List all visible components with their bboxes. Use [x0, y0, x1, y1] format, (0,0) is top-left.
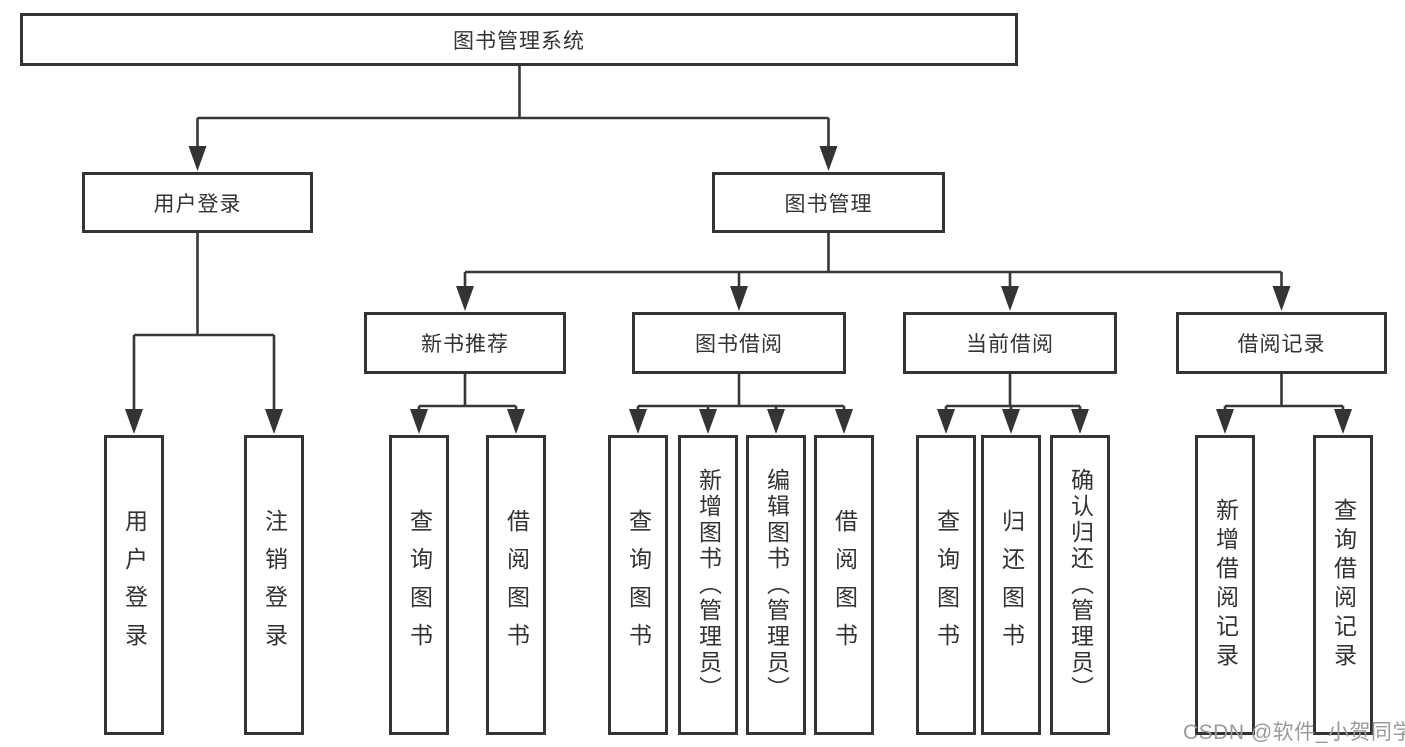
node-book-borrow: 图书借阅	[632, 312, 846, 374]
node-label: 用户登录	[153, 192, 242, 216]
leaf-label: 查询图书	[406, 509, 433, 661]
leaf-user-login: 用户登录	[104, 435, 164, 735]
leaf-return-books: 归还图书	[981, 435, 1041, 735]
leaf-label: 借阅图书	[831, 509, 858, 661]
leaf-edit-books-admin: 编辑图书（管理员）	[746, 435, 806, 735]
csdn-watermark: CSDN @软件_小贺同学	[1183, 721, 1405, 744]
arrowhead-icon	[1334, 409, 1352, 434]
leaf-label: 确认归还（管理员）	[1067, 468, 1094, 702]
leaf-add-books-admin: 新增图书（管理员）	[678, 435, 738, 735]
node-label: 图书管理	[784, 192, 873, 216]
node-label: 当前借阅	[966, 333, 1054, 356]
leaf-add-borrow-record: 新增借阅记录	[1195, 435, 1255, 735]
node-user-login: 用户登录	[82, 172, 313, 233]
arrowhead-icon	[1071, 409, 1089, 434]
leaf-query-books-current: 查询图书	[916, 435, 976, 735]
leaf-logout: 注销登录	[244, 435, 304, 735]
arrowhead-icon	[1002, 409, 1020, 434]
arrowhead-icon	[835, 409, 853, 434]
node-borrow-record: 借阅记录	[1176, 312, 1387, 374]
leaf-query-books-recommend: 查询图书	[389, 435, 449, 735]
node-label: 新书推荐	[421, 333, 509, 356]
arrowheads-group	[125, 146, 1352, 434]
leaf-label: 查询图书	[933, 509, 960, 661]
leaf-borrow-books: 借阅图书	[814, 435, 874, 735]
leaf-borrow-books-recommend: 借阅图书	[486, 435, 546, 735]
arrowhead-icon	[937, 409, 955, 434]
arrowhead-icon	[699, 409, 717, 434]
leaf-label: 借阅图书	[503, 509, 530, 661]
leaf-label: 新增图书（管理员）	[695, 468, 722, 702]
arrowhead-icon	[456, 286, 474, 311]
node-new-book-recommend: 新书推荐	[364, 312, 566, 374]
leaf-label: 查询图书	[625, 509, 652, 661]
node-current-borrow: 当前借阅	[903, 312, 1117, 374]
leaf-confirm-return-admin: 确认归还（管理员）	[1050, 435, 1110, 735]
arrowhead-icon	[730, 286, 748, 311]
leaf-label: 新增借阅记录	[1212, 498, 1239, 672]
arrowhead-icon	[819, 146, 838, 171]
arrowhead-icon	[1001, 286, 1019, 311]
leaf-label: 用户登录	[121, 509, 148, 661]
node-book-management: 图书管理	[712, 172, 945, 233]
leaf-query-borrow-record: 查询借阅记录	[1313, 435, 1373, 735]
arrowhead-icon	[767, 409, 785, 434]
arrowhead-icon	[125, 409, 143, 434]
leaf-label: 归还图书	[998, 509, 1025, 661]
arrowhead-icon	[410, 409, 428, 434]
node-label: 图书管理系统	[453, 29, 585, 53]
node-label: 借阅记录	[1237, 333, 1326, 356]
leaf-label: 注销登录	[261, 509, 288, 661]
arrowhead-icon	[265, 409, 283, 434]
leaf-query-books-borrow: 查询图书	[608, 435, 668, 735]
node-library-system: 图书管理系统	[20, 13, 1018, 66]
node-label: 图书借阅	[695, 333, 783, 356]
leaf-label: 编辑图书（管理员）	[763, 468, 790, 702]
leaf-label: 查询借阅记录	[1330, 498, 1357, 672]
arrowhead-icon	[1216, 409, 1234, 434]
arrowhead-icon	[188, 146, 207, 171]
arrowhead-icon	[629, 409, 647, 434]
arrowhead-icon	[507, 409, 525, 434]
arrowhead-icon	[1272, 286, 1291, 311]
